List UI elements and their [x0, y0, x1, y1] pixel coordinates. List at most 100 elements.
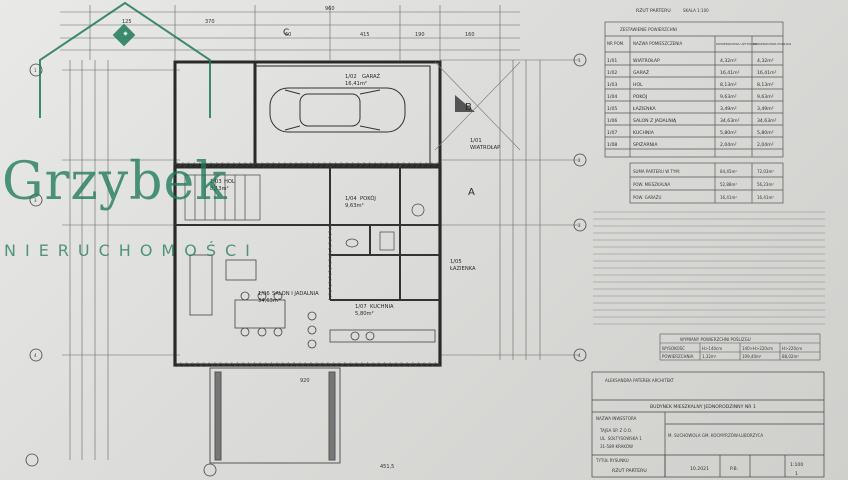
- svg-text:KUCHNIA: KUCHNIA: [370, 304, 394, 310]
- svg-text:109,40m²: 109,40m²: [742, 354, 762, 359]
- svg-text:4: 4: [34, 353, 37, 358]
- location: M. SUCHOWOLA GM. KOCMYRZÓW-LUBORZYCA: [668, 433, 763, 438]
- stairs: [184, 174, 261, 221]
- svg-text:2: 2: [578, 158, 581, 163]
- investor-label: NAZWA INWESTORA: [596, 416, 637, 421]
- garage-room: [254, 65, 431, 165]
- svg-text:2,04m²: 2,04m²: [757, 142, 774, 148]
- table-row: 1/02: [607, 70, 617, 76]
- date: 10.2021: [690, 466, 709, 472]
- svg-text:31-589 KRAKÓW: 31-589 KRAKÓW: [600, 444, 633, 449]
- svg-text:SPIŻARNIA: SPIŻARNIA: [633, 141, 658, 148]
- svg-text:9,63m²: 9,63m²: [757, 94, 774, 100]
- watermark-brand: Grzybek: [2, 152, 228, 212]
- svg-text:5,80m²: 5,80m²: [720, 130, 737, 136]
- svg-text:415: 415: [360, 32, 370, 38]
- svg-text:1: 1: [578, 58, 581, 63]
- svg-text:SALON Z JADALNIĄ: SALON Z JADALNIĄ: [633, 118, 677, 124]
- sum-living: POW. MIESZKALNA: [633, 182, 671, 187]
- svg-text:190: 190: [415, 32, 425, 38]
- svg-text:POKÓJ: POKÓJ: [360, 195, 376, 202]
- sum-label: SUMA PARTERU W TYM:: [633, 169, 680, 174]
- sum-rows: SUMA PARTERU W TYM: 84,45m² 72,03m² POW.…: [633, 169, 774, 200]
- svg-text:HOL: HOL: [633, 82, 643, 88]
- svg-text:3,49m²: 3,49m²: [757, 106, 774, 112]
- svg-text:2,04m²: 2,04m²: [720, 142, 737, 148]
- table-row: 1/04: [607, 94, 617, 100]
- svg-text:C: C: [283, 28, 289, 38]
- table-row: 1/08: [607, 142, 617, 148]
- kitchen-counter: [307, 311, 436, 349]
- scale: 1:100: [790, 462, 803, 468]
- svg-text:GARAŻ: GARAŻ: [633, 69, 649, 76]
- svg-text:4,32m²: 4,32m²: [720, 58, 737, 64]
- svg-text:9,63m²: 9,63m²: [720, 94, 737, 100]
- room-table-frame: [604, 21, 784, 204]
- col-area: POWIERZCHNIA UŻYTKOWA: [716, 41, 758, 46]
- svg-text:1,32m²: 1,32m²: [702, 354, 717, 359]
- svg-text:920: 920: [300, 378, 310, 384]
- right-dimension-lines: [440, 59, 580, 360]
- svg-text:H>140cm: H>140cm: [702, 346, 722, 351]
- svg-text:POWIERZCHNIA: POWIERZCHNIA: [662, 354, 694, 359]
- left-dimension-lines: [62, 60, 180, 460]
- svg-text:5,80m²: 5,80m²: [757, 130, 774, 136]
- svg-text:8,13m²: 8,13m²: [720, 82, 737, 88]
- table-row: 1/07: [607, 130, 617, 136]
- room-table-rows: 1/01 WIATROŁAP 4,32m² 4,32m² 1/02 GARAŻ …: [607, 58, 777, 148]
- svg-text:34,63m²: 34,63m²: [720, 118, 740, 124]
- top-dimension-labels: 960 125 370 60 415 190 160: [122, 6, 475, 38]
- svg-text:1: 1: [34, 68, 37, 73]
- svg-text:4: 4: [578, 353, 581, 358]
- svg-text:72,03m²: 72,03m²: [757, 169, 774, 174]
- svg-text:4,32m²: 4,32m²: [757, 58, 774, 64]
- office-name: ALEKSANDRA PATEREK ARCHITEKT: [605, 378, 674, 383]
- svg-text:16,41m²: 16,41m²: [345, 81, 367, 87]
- table-row: 1/05: [607, 106, 617, 112]
- car-icon: [269, 87, 406, 133]
- svg-text:H>220cm: H>220cm: [782, 346, 802, 351]
- col-name: NAZWA POMIESZCZENIA: [633, 41, 682, 46]
- svg-text:451,5: 451,5: [380, 464, 394, 470]
- room-label-room: 1/04: [345, 196, 357, 202]
- svg-text:34,63m²: 34,63m²: [757, 118, 777, 124]
- sheet-number: 1: [795, 471, 798, 477]
- sum-garage: POW. GARAŻU: [633, 195, 662, 200]
- room-label-garage: 1/02: [345, 74, 357, 80]
- legend-table-frame: [659, 333, 821, 361]
- svg-text:A: A: [468, 187, 475, 198]
- col-nr: NR POM.: [607, 41, 624, 46]
- svg-text:ŁAZIENKA: ŁAZIENKA: [449, 266, 476, 272]
- svg-text:16,41m²: 16,41m²: [757, 195, 774, 200]
- room-label-hall: 1/03: [210, 179, 222, 185]
- svg-text:370: 370: [205, 19, 215, 25]
- title-block: ALEKSANDRA PATEREK ARCHITEKT BUDYNEK MIE…: [595, 378, 803, 477]
- drawing-label: TYTUŁ RYSUNKU: [595, 458, 629, 463]
- table-row: 1/03: [607, 82, 617, 88]
- svg-text:34,63m²: 34,63m²: [258, 298, 280, 304]
- svg-text:HOL: HOL: [224, 179, 235, 185]
- axis-labels: 1 3 4 1 2 3 4 A B C: [34, 28, 581, 358]
- top-dimension-lines: [60, 5, 520, 60]
- svg-text:ŁAZIENKA: ŁAZIENKA: [632, 106, 656, 112]
- sofa: [189, 254, 257, 316]
- svg-text:TAJSA SP. Z O.O.: TAJSA SP. Z O.O.: [599, 428, 632, 433]
- sheet-title: RZUT PARTERU: [636, 8, 671, 14]
- room-table-header: ZESTAWIENIE POWIERZCHNI: [620, 27, 677, 32]
- svg-text:3: 3: [578, 223, 581, 228]
- table-row: 1/01: [607, 58, 617, 64]
- svg-text:16,41m²: 16,41m²: [720, 70, 740, 76]
- svg-text:3,49m²: 3,49m²: [720, 106, 737, 112]
- svg-text:960: 960: [325, 6, 335, 12]
- svg-text:WYSOKOŚĆ: WYSOKOŚĆ: [662, 346, 685, 351]
- bottom-dimension-labels: 920 451,5: [300, 378, 394, 470]
- svg-text:WYMIANY POWIERZCHNI POŚLIZGU: WYMIANY POWIERZCHNI POŚLIZGU: [680, 337, 751, 342]
- svg-text:GARAŻ: GARAŻ: [362, 73, 381, 80]
- axis-markers: [25, 53, 587, 477]
- drawing-title: RZUT PARTERU: [612, 468, 647, 474]
- project-title: BUDYNEK MIESZKALNY JEDNORODZINNY NR 1: [650, 404, 756, 410]
- notes-block: [593, 211, 825, 325]
- watermark-tagline: NIERUCHOMOŚCI: [4, 241, 259, 260]
- svg-text:UL. SOŁTYSOWSKA 1: UL. SOŁTYSOWSKA 1: [600, 436, 642, 441]
